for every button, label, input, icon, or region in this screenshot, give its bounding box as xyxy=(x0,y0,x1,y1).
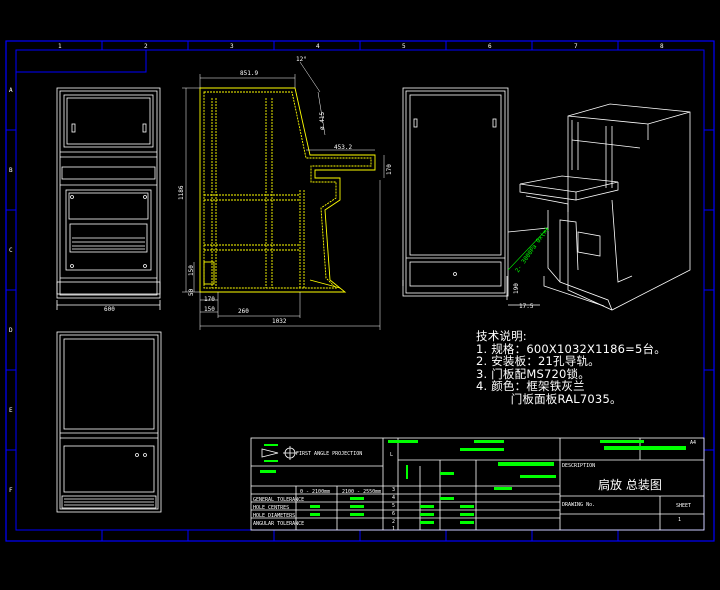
front-view xyxy=(56,87,161,310)
grid-letter: E xyxy=(9,407,13,414)
dim-iso-h: 190 xyxy=(513,283,520,294)
grid-number: 5 xyxy=(402,43,406,50)
grid-letter: F xyxy=(9,487,13,494)
projection-label: FIRST ANGLE PROJECTION xyxy=(296,451,363,457)
dim-side-bottom-b: 170 xyxy=(204,296,215,303)
dim-side-depth: 1032 xyxy=(272,318,287,325)
notes-line: 2. 安装板：21孔导轨。 xyxy=(476,354,600,368)
drawing-title: 扃放 总装图 xyxy=(598,478,662,492)
dim-side-shelf: 453.2 xyxy=(334,144,353,151)
title-block-green-fields xyxy=(260,440,686,524)
grid-letter: C xyxy=(9,247,13,254)
title-block xyxy=(250,437,705,531)
grid-ticks xyxy=(6,41,714,541)
notes-title: 技术说明: xyxy=(476,329,527,343)
row-label-angular: ANGULAR TOLERANCE xyxy=(253,521,305,527)
row-number: 6 xyxy=(392,511,396,517)
notes-line: 4. 颜色：框架铁灰兰 xyxy=(476,379,585,393)
grid-number: 1 xyxy=(58,43,62,50)
range-1: 0 - 2100mm xyxy=(300,489,331,495)
row-label-hole-centres: HOLE CENTRES xyxy=(253,505,290,511)
notes-line: 1. 规格：600X1032X1186=5台。 xyxy=(476,341,666,356)
dim-side-shelf-h: 170 xyxy=(386,164,393,175)
grid-number: 4 xyxy=(316,43,320,50)
isometric-green-lines xyxy=(507,227,549,271)
row-label-hole-diameters: HOLE DIAMETERS xyxy=(253,513,296,519)
dim-side-height: 1186 xyxy=(178,185,185,200)
row-label-general: GENERAL TOLERANCE xyxy=(253,497,305,503)
dim-side-base: 260 xyxy=(238,308,249,315)
notes-line: 门板面板RAL7035。 xyxy=(476,391,622,406)
dim-side-slant: ø 415 xyxy=(319,111,326,130)
sheet-number: 1 xyxy=(678,517,682,523)
unit-label: L xyxy=(390,452,394,458)
grid-number: 6 xyxy=(488,43,492,50)
technical-notes: 技术说明: 1. 规格：600X1032X1186=5台。 2. 安装板：21孔… xyxy=(476,330,666,405)
sheet-label: SHEET xyxy=(676,503,692,509)
isometric-view xyxy=(506,103,691,311)
dim-side-top: 851.9 xyxy=(240,70,259,77)
row-number: 5 xyxy=(392,503,396,509)
description-label: DESCRIPTION xyxy=(562,463,596,469)
dim-side-left-b: 50 xyxy=(188,288,195,296)
drawing-no-label: DRAWING No. xyxy=(562,502,596,508)
row-number: 1 xyxy=(392,526,396,532)
grid-number: 3 xyxy=(230,43,234,50)
row-number: 2 xyxy=(392,519,396,525)
inner-frame xyxy=(15,49,705,531)
grid-number: 7 xyxy=(574,43,578,50)
row-number: 4 xyxy=(392,495,396,501)
notes-line: 3. 门板配MS720锁。 xyxy=(476,366,590,381)
rear-view xyxy=(56,331,162,513)
right-view xyxy=(402,87,509,297)
row-number: 3 xyxy=(392,487,396,493)
dim-side-left-a: 150 xyxy=(188,265,195,276)
dim-iso-d: 17.5 xyxy=(519,303,534,310)
grid-letter: A xyxy=(9,87,13,94)
scale-label: A4 xyxy=(690,440,697,446)
dim-front-width: 600 xyxy=(104,306,115,313)
grid-number: 2 xyxy=(144,43,148,50)
dim-side-angle: 12° xyxy=(296,56,307,63)
grid-number: 8 xyxy=(660,43,664,50)
side-view xyxy=(199,87,376,293)
title-corner-box xyxy=(15,49,147,73)
dim-side-bottom-a: 150 xyxy=(204,306,215,313)
side-view-dimensions xyxy=(182,61,385,330)
grid-letter: B xyxy=(9,167,13,174)
range-2: 2100 - 2550mm xyxy=(342,489,382,495)
grid-letter: D xyxy=(9,327,13,334)
